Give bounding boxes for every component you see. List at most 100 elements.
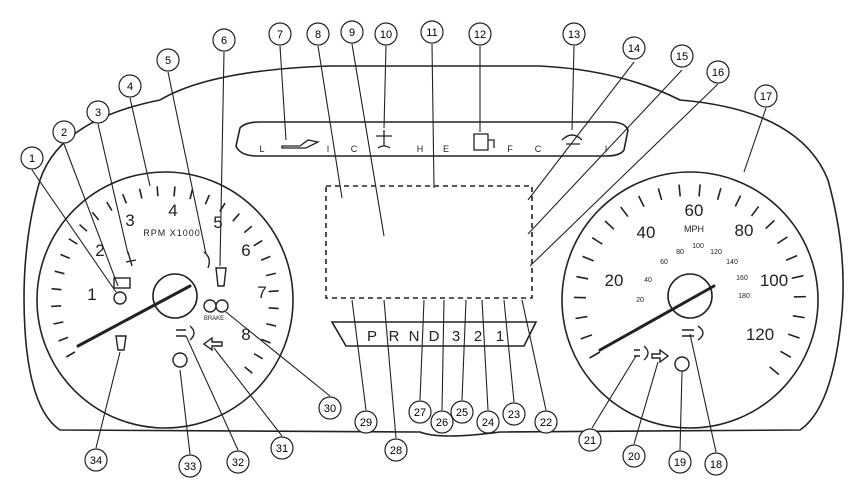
leader-line [95,351,121,449]
callout-12: 12 [468,22,492,46]
callout-20: 20 [622,444,646,468]
gauge-tick [244,366,253,374]
tach-number: 6 [241,241,250,260]
callout-bubble [306,22,330,46]
callout-4: 4 [118,74,142,98]
callout-number: 27 [414,407,426,419]
callout-number: 4 [127,81,133,93]
callout-number: 7 [277,29,283,41]
gauge-tick [582,255,594,262]
callout-13: 13 [562,22,586,46]
callout-bubble [408,400,432,424]
tachometer-needle [76,284,192,348]
brake-warning-icon [203,299,217,313]
trans-gauge-low: C [535,144,542,154]
speed-inner-number: 160 [736,275,748,282]
speedometer-needle [598,284,716,352]
oil-gauge-high: I [327,144,330,154]
callout-23: 23 [502,402,526,426]
leader-line [279,45,287,141]
leader-line [527,69,683,235]
callout-14: 14 [622,36,646,60]
speed-inner-number: 120 [710,249,722,256]
callout-bubble [354,410,378,434]
leader-line [431,43,435,189]
leader-line [743,107,767,173]
callout-bubble [622,36,646,60]
tach-number: 5 [213,213,222,232]
callout-bubble [212,28,236,52]
callout-number: 28 [390,445,402,457]
callout-number: 33 [184,461,196,473]
leader-line [689,333,717,453]
gauge-tick [189,189,194,200]
leader-line [351,299,367,411]
callout-number: 16 [712,67,724,79]
trans-gauge-high: I [605,144,608,154]
front-fog-icon [634,345,649,361]
gauge-tick [637,195,645,208]
callout-bubble [156,48,180,72]
leader-line [383,299,397,439]
leader-line [185,335,239,451]
leader-line [461,299,467,401]
callout-2: 2 [52,120,76,144]
callout-number: 18 [710,459,722,471]
speedometer-ring [561,171,819,429]
callout-bubble [52,120,76,144]
high-beam-icon [682,325,704,341]
callout-bubble [476,410,500,434]
temp-gauge-high: H [417,144,424,154]
gauge-tick [106,201,113,211]
callout-number: 25 [456,407,468,419]
callout-27: 27 [408,400,432,424]
gauge-tick [65,351,76,358]
gear-r: R [389,328,400,345]
callout-bubble [704,452,728,476]
speed-number: 40 [637,223,656,242]
turn-right-icon [651,348,670,364]
tach-number: 7 [257,283,266,302]
gauge-strip [235,121,629,157]
gauge-tick [265,272,277,277]
gear-3: 3 [452,328,460,345]
gauge-tick [734,195,742,207]
brake-label: BRAKE [204,316,224,322]
gauge-tick [589,351,601,359]
leader-line [129,97,151,187]
callout-31: 31 [270,436,294,460]
speed-unit: MPH [684,224,704,234]
gauge-tick [232,213,240,222]
leader-line [213,347,283,437]
callout-number: 34 [90,455,102,467]
callout-34: 34 [84,448,108,472]
callout-number: 17 [760,91,772,103]
leader-line [97,123,129,255]
callout-7: 7 [268,22,292,46]
fuel-gauge-high: F [507,144,513,154]
tachometer-ring [36,171,294,429]
gear-p: P [367,328,377,345]
callout-number: 3 [95,107,101,119]
callout-8: 8 [306,22,330,46]
callout-number: 26 [436,417,448,429]
gauge-tick [243,225,253,234]
callout-bubble [384,438,408,462]
gauge-tick [268,306,279,310]
callout-15: 15 [670,44,694,68]
electric-park-brake-icon [172,352,188,368]
leader-line [351,43,385,237]
gauge-tick [604,220,615,230]
gauge-tick [261,338,271,344]
speed-inner-number: 100 [692,243,704,250]
callout-number: 8 [315,29,321,41]
gear-selector-frame [330,321,538,347]
callout-number: 24 [482,417,494,429]
callout-18: 18 [704,452,728,476]
callout-30: 30 [318,396,342,420]
tach-number: 8 [241,325,250,344]
gear-n: N [409,328,420,345]
callout-bubble [118,74,142,98]
callout-bubble [20,146,44,170]
callout-number: 6 [221,35,227,47]
